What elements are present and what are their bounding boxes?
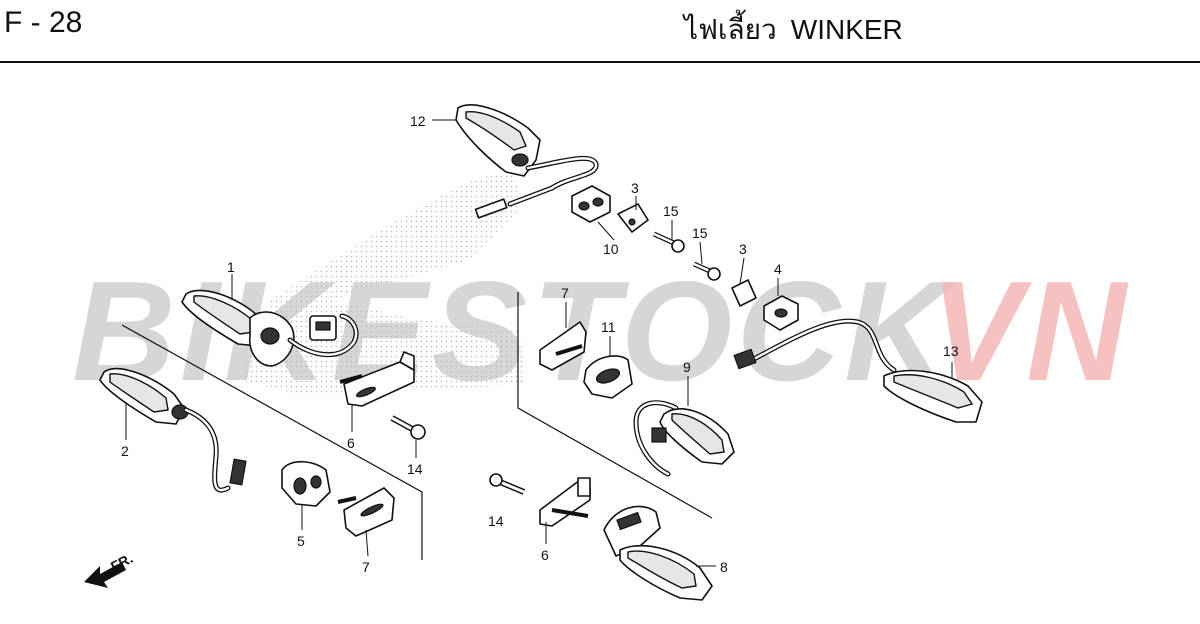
callout-7-upper: 7 bbox=[561, 285, 569, 301]
part-15-bolt-b bbox=[692, 261, 721, 281]
callout-6-lower: 6 bbox=[541, 547, 549, 563]
part-5-mount-rubber bbox=[281, 460, 331, 507]
front-direction-marker: FR. bbox=[84, 550, 135, 588]
callout-15-lower: 15 bbox=[692, 225, 708, 241]
part-6-bracket-upper bbox=[339, 351, 415, 407]
page-title: ไฟเลี้ยว WINKER bbox=[684, 8, 903, 52]
callout-13: 13 bbox=[943, 343, 959, 359]
callout-15-upper: 15 bbox=[663, 203, 679, 219]
part-15-bolt-a bbox=[652, 231, 685, 253]
part-7-bracket-upper bbox=[539, 321, 587, 371]
callout-9: 9 bbox=[683, 359, 691, 375]
part-10-grommet bbox=[571, 185, 611, 223]
callout-14-upper: 14 bbox=[407, 461, 423, 477]
leader-lines bbox=[125, 119, 953, 567]
callout-8: 8 bbox=[720, 559, 728, 575]
part-3-clip-lower bbox=[731, 279, 757, 307]
part-11-winker-base bbox=[583, 355, 633, 399]
part-9-rear-winker bbox=[633, 400, 735, 477]
callout-6-upper: 6 bbox=[347, 435, 355, 451]
callout-7-lower: 7 bbox=[362, 559, 370, 575]
callout-5: 5 bbox=[297, 533, 305, 549]
part-2-front-winker bbox=[99, 367, 247, 493]
reference-lines bbox=[121, 292, 713, 560]
header-divider bbox=[0, 61, 1200, 63]
callout-14-lower: 14 bbox=[488, 513, 504, 529]
callout-3-lower: 3 bbox=[739, 241, 747, 257]
page-title-english: WINKER bbox=[790, 14, 903, 45]
page-code: F - 28 bbox=[4, 6, 83, 39]
part-13-rear-winker-right bbox=[733, 318, 983, 423]
callout-2: 2 bbox=[121, 443, 129, 459]
callout-numbers: 12 1 2 3 10 15 15 3 4 7 11 9 13 6 14 5 7… bbox=[121, 113, 959, 575]
callout-1: 1 bbox=[227, 259, 235, 275]
part-4-grommet bbox=[763, 295, 799, 331]
part-7-bracket-lower bbox=[337, 487, 395, 537]
callout-10: 10 bbox=[603, 241, 619, 257]
page-title-thai: ไฟเลี้ยว bbox=[684, 14, 777, 45]
part-14-bolt-lower bbox=[489, 473, 526, 495]
callout-11: 11 bbox=[601, 319, 616, 335]
part-14-bolt-upper bbox=[390, 415, 426, 440]
callout-12: 12 bbox=[410, 113, 426, 129]
page-header: F - 28 ไฟเลี้ยว WINKER bbox=[0, 0, 1200, 63]
part-3-clip-upper bbox=[617, 203, 649, 233]
callout-3-upper: 3 bbox=[631, 180, 639, 196]
callout-4: 4 bbox=[774, 261, 782, 277]
part-6-bracket-lower bbox=[539, 477, 591, 527]
part-8-rear-winker bbox=[603, 505, 713, 601]
part-1-front-winker bbox=[181, 289, 359, 367]
part-12-winker-housing bbox=[455, 104, 599, 219]
